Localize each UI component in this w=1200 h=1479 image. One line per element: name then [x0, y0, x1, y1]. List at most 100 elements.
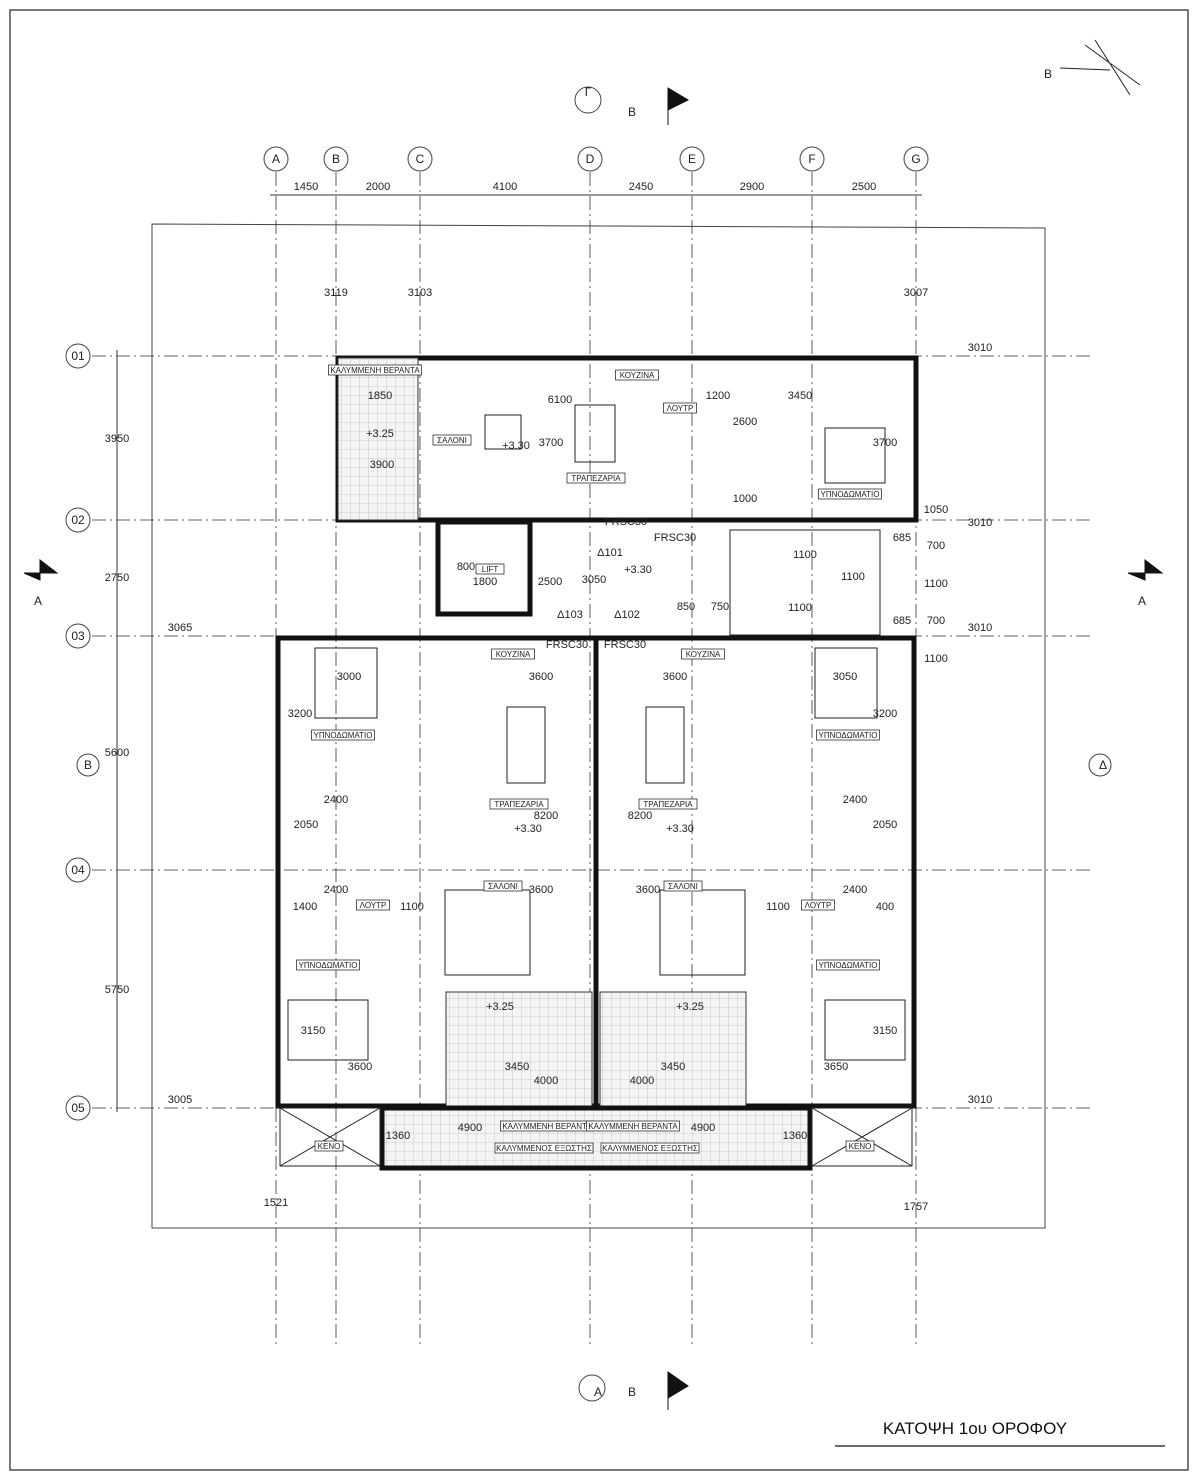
room-label: ΚΟΥΖΙΝΑ: [620, 371, 655, 380]
interior-dimension: 3900: [370, 459, 394, 471]
void-left-cross: [279, 1107, 381, 1167]
side-dimension: 3010: [968, 1094, 992, 1106]
interior-dimension: +3.30: [624, 564, 652, 576]
stair-core: [729, 529, 881, 636]
side-dimension: 3065: [168, 622, 192, 634]
row-dimension: 5600: [105, 747, 129, 759]
room-label-box: [494, 1142, 594, 1154]
grid-bubble-B: [323, 146, 349, 172]
interior-dimension: 2050: [294, 819, 318, 831]
side-dimension: 3007: [904, 287, 928, 299]
room-label: ΥΠΝΟΔΩΜΑΤΙΟ: [313, 731, 372, 740]
sheet-border: [9, 9, 1189, 1471]
section-marker-bottom-left: A: [594, 1385, 602, 1399]
grid-bubble-C: [407, 146, 433, 172]
room-label-box: [489, 798, 549, 810]
room-label: ΚΑΛΥΜΜΕΝΗ ΒΕΡΑΝΤΑ: [330, 366, 420, 375]
section-markers: Γ B A B A A B Δ: [23, 85, 1164, 1410]
interior-dimension: 3200: [288, 708, 312, 720]
room-label: ΣΑΛΟΝΙ: [488, 882, 518, 891]
grid-bubble-04: [65, 857, 91, 883]
grid-bubble-05: [65, 1095, 91, 1121]
interior-dimension: 1850: [368, 390, 392, 402]
interior-dimension: Δ102: [614, 609, 640, 621]
interior-dimension: 3600: [529, 884, 553, 896]
section-marker-top-right: B: [628, 105, 636, 119]
room-label-box: [483, 880, 523, 892]
room-label: ΚΟΥΖΙΝΑ: [496, 650, 531, 659]
interior-dimension: 3600: [348, 1061, 372, 1073]
room-label: ΚΑΛΥΜΜΕΝΗ ΒΕΡΑΝΤΑ: [588, 1122, 678, 1131]
interior-dimension: 1100: [841, 571, 865, 583]
side-dimension: 700: [927, 615, 945, 627]
room-label-box: [816, 959, 880, 971]
side-dimension: 3103: [408, 287, 432, 299]
interior-dimension: 3700: [873, 437, 897, 449]
interior-dimension: 3700: [539, 437, 563, 449]
side-dimension: 1100: [924, 653, 948, 665]
interior-dimension: 6100: [548, 394, 572, 406]
grid-bubble-02: [65, 507, 91, 533]
interior-dimension: 3150: [301, 1025, 325, 1037]
room-label: ΥΠΝΟΔΩΜΑΤΙΟ: [820, 490, 879, 499]
row-dimension: 5750: [105, 984, 129, 996]
sofa: [444, 889, 531, 976]
room-label-box: [816, 729, 880, 741]
dining-table: [645, 706, 685, 784]
void-right-cross: [811, 1107, 913, 1167]
room-label: ΚΑΛΥΜΜΕΝΗ ΒΕΡΑΝΤΑ: [502, 1122, 592, 1131]
interior-dimension: 3150: [873, 1025, 897, 1037]
interior-dimension: 2400: [324, 794, 348, 806]
grid-bubble-D: [577, 146, 603, 172]
side-dimension: 1050: [924, 504, 948, 516]
sofa: [659, 889, 746, 976]
interior-dimension: 850: [677, 601, 695, 613]
section-flag-icon: [667, 1371, 689, 1410]
section-marker-left: A: [34, 594, 42, 608]
room-label: ΛΟΥΤΡ: [805, 901, 832, 910]
room-label: ΚΑΛΥΜΜΕΝΟΣ ΕΞΩΣΤΗΣ: [602, 1144, 698, 1153]
interior-dimension: 8200: [628, 810, 652, 822]
room-label-box: [566, 472, 626, 484]
interior-dimension: FRSC30: [654, 532, 696, 544]
interior-dimension: 1100: [766, 901, 790, 913]
room-label: ΛΟΥΤΡ: [667, 404, 694, 413]
room-label-box: [663, 402, 697, 414]
room-label-box: [801, 899, 835, 911]
interior-dimension: 750: [711, 601, 729, 613]
interior-dimension: 3050: [582, 574, 606, 586]
grid-label-F: F: [808, 152, 815, 166]
interior-dimension: 1800: [473, 576, 497, 588]
room-label-box: [663, 880, 703, 892]
section-marker-bottom-right: B: [628, 1385, 636, 1399]
room-label-box: [296, 959, 360, 971]
room-label-box: [600, 1142, 700, 1154]
section-marker-right: A: [1138, 594, 1146, 608]
section-marker-icon: [578, 1374, 606, 1402]
room-label: ΣΑΛΟΝΙ: [437, 436, 467, 445]
section-flag-icon: [667, 87, 690, 125]
room-label: ΥΠΝΟΔΩΜΑΤΙΟ: [818, 731, 877, 740]
north-arrow-icon: [1059, 39, 1141, 96]
void-right: [811, 1107, 913, 1167]
grid-bubble-E: [679, 146, 705, 172]
room-label-box: [328, 364, 422, 376]
dining-table: [506, 706, 546, 784]
side-dimension: 700: [927, 540, 945, 552]
side-dimension: 1757: [904, 1201, 928, 1213]
interior-dimension: 1100: [793, 549, 817, 561]
section-flag-icon: [1127, 558, 1164, 581]
interior-dimension: 1100: [400, 901, 424, 913]
interior-dimension: 1200: [706, 390, 730, 402]
section-marker-icon: [1088, 753, 1112, 777]
interior-dimension: 3450: [661, 1061, 685, 1073]
interior-dimension: 400: [876, 901, 894, 913]
interior-dimension: 4900: [458, 1122, 482, 1134]
interior-dimension: 3600: [529, 671, 553, 683]
column-dimension: 1450: [294, 181, 318, 193]
interior-dimension: 3050: [833, 671, 857, 683]
interior-dimension: +3.30: [502, 440, 530, 452]
room-label: ΤΡΑΠΕΖΑΡΙΑ: [643, 800, 693, 809]
drawing-title: ΚΑΤΟΨΗ 1ου ΟΡΟΦΟΥ: [883, 1419, 1067, 1438]
